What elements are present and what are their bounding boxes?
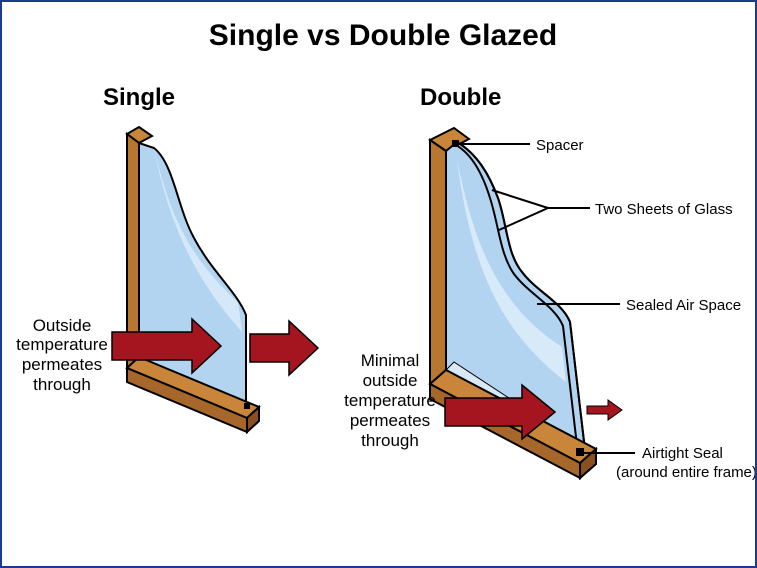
double-outgoing-arrow [586, 399, 623, 421]
single-caption-line-3: permeates [22, 355, 102, 374]
double-caption: Minimal outside temperature permeates th… [344, 351, 436, 450]
single-caption-line-1: Outside [33, 316, 92, 335]
double-caption-line-3: temperature [344, 391, 436, 410]
airtight-seal-label: Airtight Seal [642, 445, 723, 462]
single-glass-highlight [154, 148, 242, 332]
double-heading: Double [420, 84, 501, 111]
single-caption: Outside temperature permeates through [16, 316, 108, 394]
two-sheets-leader-b [498, 207, 549, 231]
double-outer-sheet [456, 141, 586, 451]
double-spacer-top [452, 140, 459, 147]
single-incoming-arrow [111, 317, 223, 375]
single-window [125, 125, 261, 435]
single-outgoing-arrow [249, 319, 320, 377]
double-incoming-arrow [444, 383, 557, 441]
double-caption-line-5: through [361, 431, 419, 450]
double-caption-line-1: Minimal [361, 351, 420, 370]
double-window [428, 126, 598, 481]
single-heading: Single [103, 84, 175, 111]
airtight-seal-note: (around entire frame) [616, 464, 755, 481]
single-caption-line-4: through [33, 375, 91, 394]
two-sheets-leader-a [491, 189, 549, 209]
air-space-label: Sealed Air Space [626, 297, 741, 314]
single-frame-rail-end [246, 404, 260, 435]
page-title: Single vs Double Glazed [209, 19, 557, 52]
two-sheets-label: Two Sheets of Glass [595, 201, 733, 218]
double-caption-line-2: outside [363, 371, 418, 390]
single-frame-joint [244, 403, 250, 409]
double-airtight-seal [576, 448, 584, 456]
single-caption-line-2: temperature [16, 335, 108, 354]
spacer-label: Spacer [536, 137, 584, 154]
double-glass-highlight [457, 160, 566, 382]
double-frame-post [429, 138, 447, 387]
double-caption-line-4: permeates [350, 411, 430, 430]
